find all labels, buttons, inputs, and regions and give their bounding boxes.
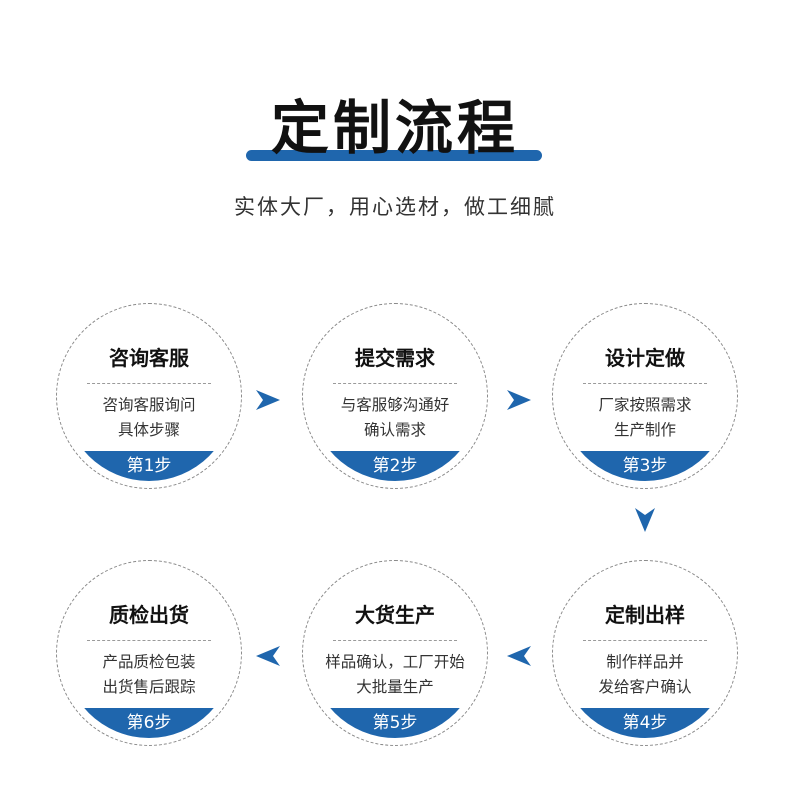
step-divider bbox=[87, 383, 211, 384]
step-description-line: 产品质检包装 bbox=[102, 653, 196, 671]
step-label-band bbox=[310, 708, 480, 738]
step-circle: 大货生产 样品确认，工厂开始 大批量生产 第5步 bbox=[310, 568, 480, 738]
step-label: 第6步 bbox=[126, 713, 172, 733]
title-block: 定制流程 bbox=[0, 92, 790, 172]
arrow-left-icon bbox=[507, 646, 531, 666]
step-divider bbox=[583, 640, 707, 641]
step-circle: 质检出货 产品质检包装 出货售后跟踪 第6步 bbox=[64, 568, 234, 738]
step-title: 大货生产 bbox=[355, 603, 435, 627]
step-description-line: 确认需求 bbox=[363, 421, 426, 439]
step-circle: 咨询客服 咨询客服询问 具体步骤 第1步 bbox=[64, 311, 234, 481]
step-label-band bbox=[64, 708, 234, 738]
title-underline-bar bbox=[246, 150, 542, 161]
step-card-6: 质检出货 产品质检包装 出货售后跟踪 第6步 bbox=[56, 560, 242, 746]
arrow-down-icon bbox=[635, 508, 655, 532]
arrow-left-icon bbox=[256, 646, 280, 666]
page-title: 定制流程 bbox=[270, 94, 519, 162]
step-description-line: 咨询客服询问 bbox=[102, 396, 196, 414]
step-description-line: 生产制作 bbox=[613, 421, 676, 439]
step-circle: 提交需求 与客服够沟通好 确认需求 第2步 bbox=[310, 311, 480, 481]
step-description-line: 具体步骤 bbox=[117, 421, 180, 439]
step-label: 第1步 bbox=[126, 456, 172, 476]
step-description-line: 样品确认，工厂开始 bbox=[325, 653, 465, 671]
step-label-band bbox=[310, 451, 480, 481]
step-card-2: 提交需求 与客服够沟通好 确认需求 第2步 bbox=[302, 303, 488, 489]
step-title: 咨询客服 bbox=[109, 346, 189, 370]
step-card-4: 定制出样 制作样品并 发给客户确认 第4步 bbox=[552, 560, 738, 746]
step-divider bbox=[583, 383, 707, 384]
step-description-line: 与客服够沟通好 bbox=[340, 396, 450, 414]
step-description: 产品质检包装 出货售后跟踪 bbox=[64, 650, 234, 700]
arrow-right-icon bbox=[256, 390, 280, 410]
step-description: 厂家按照需求 生产制作 bbox=[560, 393, 730, 443]
step-label: 第2步 bbox=[372, 456, 418, 476]
step-description-line: 发给客户确认 bbox=[598, 678, 692, 696]
step-card-5: 大货生产 样品确认，工厂开始 大批量生产 第5步 bbox=[302, 560, 488, 746]
step-circle: 设计定做 厂家按照需求 生产制作 第3步 bbox=[560, 311, 730, 481]
step-description-line: 出货售后跟踪 bbox=[102, 678, 196, 696]
step-description: 制作样品并 发给客户确认 bbox=[560, 650, 730, 700]
step-title: 质检出货 bbox=[109, 603, 189, 627]
step-label: 第5步 bbox=[372, 713, 418, 733]
step-label: 第3步 bbox=[622, 456, 668, 476]
step-description: 咨询客服询问 具体步骤 bbox=[64, 393, 234, 443]
arrow-right-icon bbox=[507, 390, 531, 410]
step-label-band bbox=[560, 451, 730, 481]
step-label: 第4步 bbox=[622, 713, 668, 733]
step-label-band bbox=[64, 451, 234, 481]
page-subtitle: 实体大厂，用心选材，做工细腻 bbox=[234, 195, 556, 219]
step-title: 定制出样 bbox=[605, 603, 685, 627]
step-divider bbox=[87, 640, 211, 641]
step-description: 与客服够沟通好 确认需求 bbox=[310, 393, 480, 443]
step-divider bbox=[333, 383, 457, 384]
step-card-3: 设计定做 厂家按照需求 生产制作 第3步 bbox=[552, 303, 738, 489]
step-label-band bbox=[560, 708, 730, 738]
step-description-line: 厂家按照需求 bbox=[598, 396, 692, 414]
step-description-line: 大批量生产 bbox=[356, 678, 434, 696]
step-title: 提交需求 bbox=[355, 346, 435, 370]
step-card-1: 咨询客服 咨询客服询问 具体步骤 第1步 bbox=[56, 303, 242, 489]
step-description-line: 制作样品并 bbox=[606, 653, 684, 671]
step-description: 样品确认，工厂开始 大批量生产 bbox=[310, 650, 480, 700]
step-title: 设计定做 bbox=[605, 346, 685, 370]
step-divider bbox=[333, 640, 457, 641]
step-circle: 定制出样 制作样品并 发给客户确认 第4步 bbox=[560, 568, 730, 738]
